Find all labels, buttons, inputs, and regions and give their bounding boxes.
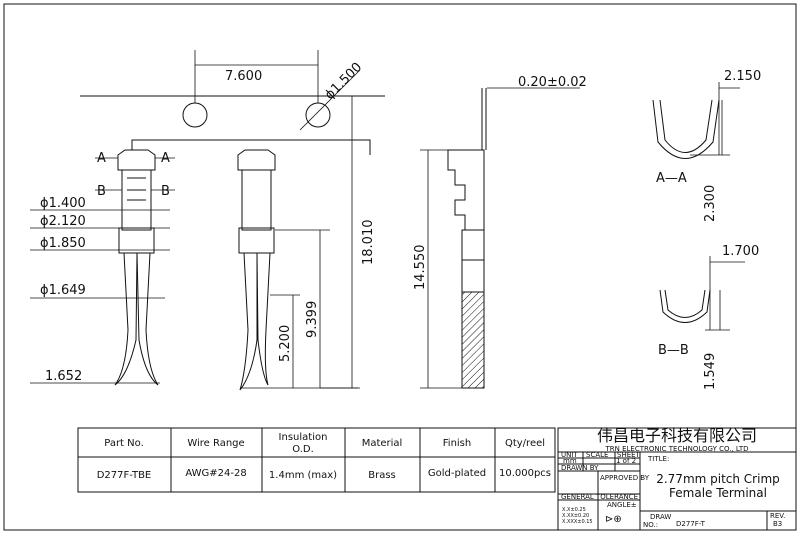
dim-tip-width: 1.652 [45, 369, 82, 384]
terminal-side-view [237, 149, 276, 391]
general-tolerance-label: GENERAL TOLERANCE [561, 493, 638, 501]
header-material: Material [362, 438, 403, 449]
unit-value: mm [563, 457, 577, 465]
draw-number: D277F-T [676, 520, 706, 528]
section-a-a-label: A—A [656, 171, 687, 186]
approved-by-label: APPROVED BY [600, 474, 650, 482]
terminal-front-view [114, 149, 159, 386]
cell-wire-range: AWG#24-28 [185, 468, 246, 479]
draw-no-label-2: NO.: [643, 521, 658, 529]
terminal-profile-view [447, 88, 487, 389]
section-b-marker-right: B [161, 184, 170, 199]
header-wire-range: Wire Range [187, 438, 244, 449]
header-insulation-line1: Insulation [279, 432, 328, 443]
dim-pitch: 7.600 [225, 69, 262, 84]
draw-no-label-1: DRAW [650, 513, 671, 521]
angle-label: ANGLE± [607, 501, 637, 509]
cell-finish: Gold-plated [428, 468, 486, 479]
carrier-strip [80, 95, 385, 155]
title-label: TITLE: [647, 455, 669, 463]
section-a-marker-left: A [97, 151, 106, 166]
dim-14550: 14.550 [413, 245, 428, 291]
tolerance-2: X.XX±0.20 [562, 513, 589, 519]
company-name-cn: 伟昌电子科技有限公司 [597, 426, 757, 445]
sheet-label: SHEET [617, 451, 641, 459]
header-qty-reel: Qty/reel [505, 438, 545, 449]
dim-d3: ϕ1.850 [40, 236, 86, 251]
dim-thickness: 0.20±0.02 [518, 75, 587, 90]
section-a-marker-right: A [161, 151, 170, 166]
company-name-en: TRN ELECTRONIC TECHNOLOGY CO., LTD [604, 445, 748, 453]
cell-qty: 10.000pcs [499, 468, 551, 479]
cell-insulation: 1.4mm (max) [269, 470, 337, 481]
section-b-b-profile [659, 289, 711, 323]
dim-aa-height: 2.300 [703, 185, 718, 222]
header-part-no: Part No. [104, 438, 144, 449]
dim-d1: ϕ1.400 [40, 196, 86, 211]
dim-aa-width: 2.150 [724, 69, 761, 84]
title-line2: Female Terminal [669, 486, 767, 500]
rev-value: B3 [773, 520, 782, 528]
unit-label: UNIT [561, 451, 578, 459]
title-block-grid [557, 427, 797, 531]
cell-material: Brass [368, 470, 396, 481]
section-a-a-profile [652, 99, 720, 159]
dimension-lines [30, 50, 745, 389]
tolerance-3: X.XXX±0.15 [562, 519, 593, 525]
tolerance-1: X.X±0.25 [562, 507, 586, 513]
spec-table-grid [77, 427, 556, 493]
cell-part-no: D277F-TBE [97, 470, 152, 481]
header-insulation-line2: O.D. [292, 444, 314, 455]
dim-total-length: 18.010 [361, 220, 376, 266]
dim-bb-height: 1.549 [703, 353, 718, 390]
drawing-frame [3, 3, 797, 531]
drawn-by-label: DRAWN BY [561, 464, 599, 472]
rev-label: REV. [770, 512, 785, 520]
sheet-value: 1 of 2 [616, 457, 636, 465]
dim-9399: 9.399 [305, 301, 320, 338]
projection-symbol-icon: ⊳⊕ [605, 514, 622, 525]
section-b-marker-left: B [97, 184, 106, 199]
dim-bb-width: 1.700 [722, 244, 759, 259]
dim-d2: ϕ2.120 [40, 214, 86, 229]
dim-d4: ϕ1.649 [40, 283, 86, 298]
section-b-b-label: B—B [658, 343, 689, 358]
header-finish: Finish [443, 438, 471, 449]
scale-label: SCALE [586, 451, 608, 459]
title-line1: 2.77mm pitch Crimp [656, 472, 780, 486]
dim-5200: 5.200 [278, 325, 293, 362]
